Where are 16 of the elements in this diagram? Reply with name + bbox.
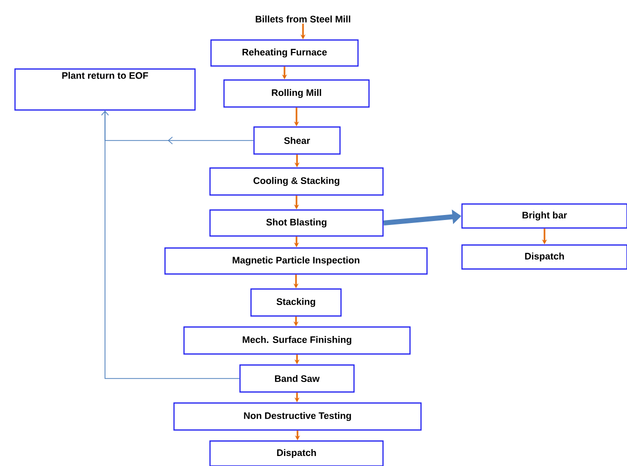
process-box: Shear xyxy=(253,126,341,155)
process-box: Shot Blasting xyxy=(209,209,384,237)
process-box: Dispatch xyxy=(209,440,384,466)
process-box: Mech. Surface Finishing xyxy=(183,326,411,355)
process-box: Bright bar xyxy=(461,203,627,229)
source-label: Billets from Steel Mill xyxy=(256,16,350,22)
process-box: Dispatch xyxy=(461,244,627,270)
process-box: Cooling & Stacking xyxy=(209,167,384,196)
arrow xyxy=(101,110,240,379)
process-box: Band Saw xyxy=(239,364,355,393)
process-box: Rolling Mill xyxy=(223,79,370,108)
process-box: Non Destructive Testing xyxy=(173,402,422,431)
process-box: Plant return to EOF xyxy=(14,68,196,111)
process-box: Reheating Furnace xyxy=(210,39,359,67)
process-box: Magnetic Particle Inspection xyxy=(164,247,428,275)
process-box: Stacking xyxy=(250,288,342,317)
